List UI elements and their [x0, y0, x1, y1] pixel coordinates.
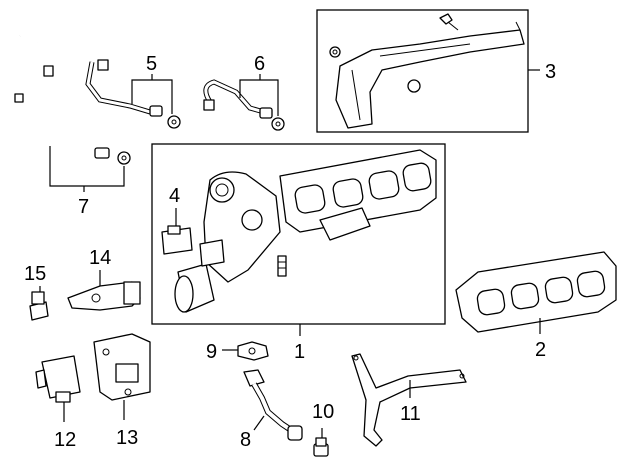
callout-6: 6: [254, 53, 265, 75]
callout-4: 4: [169, 185, 180, 207]
callout-11: 11: [400, 403, 421, 425]
callout-15: 15: [24, 263, 46, 285]
part-13-bracket: [93, 333, 151, 401]
part-3-box: [316, 9, 529, 133]
part-14-solenoid-valve: [67, 281, 141, 311]
part-7-oil-feed-line: [14, 31, 131, 165]
part-4-sensor: [161, 225, 193, 255]
part-15-bolt: [29, 291, 49, 321]
callout-3: 3: [545, 61, 556, 83]
part-1-box: [151, 143, 446, 325]
callout-13: 13: [116, 427, 138, 449]
part-5-oil-return-line: [85, 59, 181, 129]
callout-14: 14: [89, 247, 111, 269]
part-1-turbocharger-manifold: [174, 149, 437, 313]
part-12-valve: [35, 355, 81, 403]
leader-8: [253, 415, 265, 431]
part-10-plug: [313, 437, 329, 457]
part-2-manifold-gasket: [455, 251, 617, 333]
part-9-flange-gasket: [237, 341, 269, 361]
part-8-return-tube: [243, 369, 303, 441]
callout-1: 1: [294, 341, 305, 363]
callout-8: 8: [240, 429, 251, 451]
part-11-support-bracket: [351, 353, 467, 447]
callout-2: 2: [535, 339, 546, 361]
callout-12: 12: [54, 429, 76, 451]
callout-9: 9: [206, 341, 217, 363]
callout-5: 5: [146, 53, 157, 75]
part-3-heat-shield: [329, 13, 525, 129]
callout-10: 10: [312, 401, 334, 423]
leader-7: [49, 146, 125, 187]
part-6-coolant-line: [203, 79, 285, 131]
leader-6: [239, 79, 279, 116]
callout-7: 7: [78, 196, 89, 218]
